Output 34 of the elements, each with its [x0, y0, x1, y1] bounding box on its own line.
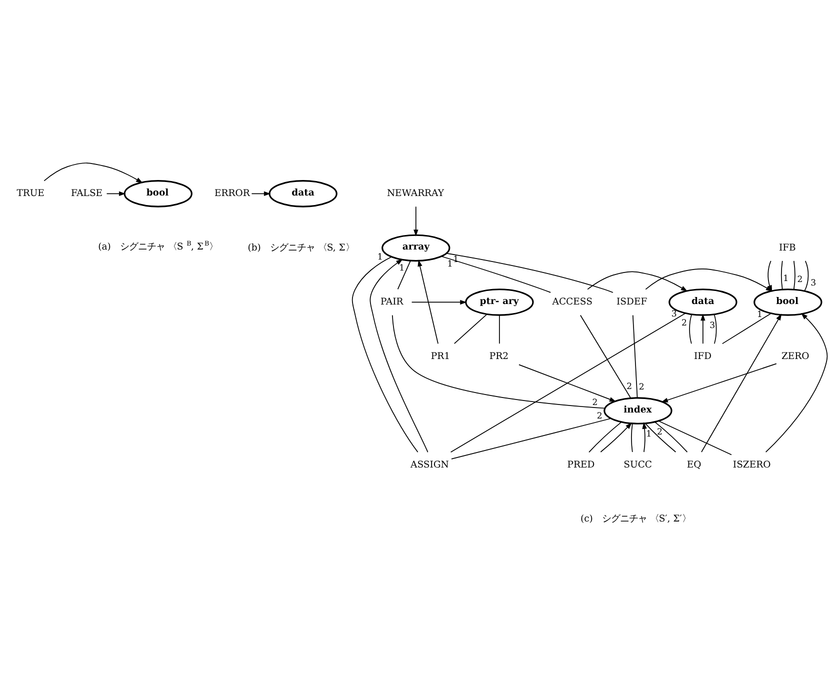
- node-text: TRUE: [16, 188, 44, 199]
- edge-label: 2: [657, 426, 662, 437]
- edge-label: 3: [710, 320, 716, 330]
- node-text: PAIR: [380, 296, 404, 308]
- edge-label: 2: [682, 318, 687, 328]
- node-text: ASSIGN: [410, 458, 449, 470]
- node-text: ACCESS: [552, 296, 592, 308]
- node-text: ISZERO: [732, 458, 771, 470]
- label: (b) シグニチャ 〈S, Σ〉: [248, 242, 354, 253]
- edge-label: 1: [447, 258, 453, 269]
- node-text: ZERO: [781, 350, 810, 362]
- node-text: SUCC: [624, 458, 652, 470]
- node-text: FALSE: [71, 188, 103, 199]
- edge-label: 2: [638, 382, 644, 392]
- edge-label: 1: [646, 429, 652, 440]
- node-text: PRED: [567, 458, 595, 470]
- edge-label: 3: [810, 278, 816, 288]
- node-text: IFD: [694, 350, 712, 362]
- node-text: ISDEF: [616, 296, 648, 308]
- node-text: EQ: [686, 458, 702, 470]
- label: (a) シグニチャ 〈S$^{B}$, Σ$^{B}$〉: [98, 239, 218, 252]
- edge-label: 2: [797, 274, 803, 285]
- edge-label: 2: [592, 397, 598, 408]
- node-text: IFB: [778, 242, 796, 253]
- edge-label: 1: [783, 273, 789, 284]
- node-text: PR2: [489, 350, 509, 362]
- label: (c) シグニチャ 〈S′, Σ′〉: [580, 513, 691, 524]
- edge-label: 2: [626, 381, 632, 392]
- edge-label: 1: [377, 252, 383, 262]
- edge-label: 1: [399, 262, 405, 273]
- edge-label: 2: [596, 411, 602, 422]
- node-text: NEWARRAY: [386, 188, 444, 199]
- node-text: PR1: [430, 350, 450, 362]
- node-text: ERROR: [214, 188, 250, 199]
